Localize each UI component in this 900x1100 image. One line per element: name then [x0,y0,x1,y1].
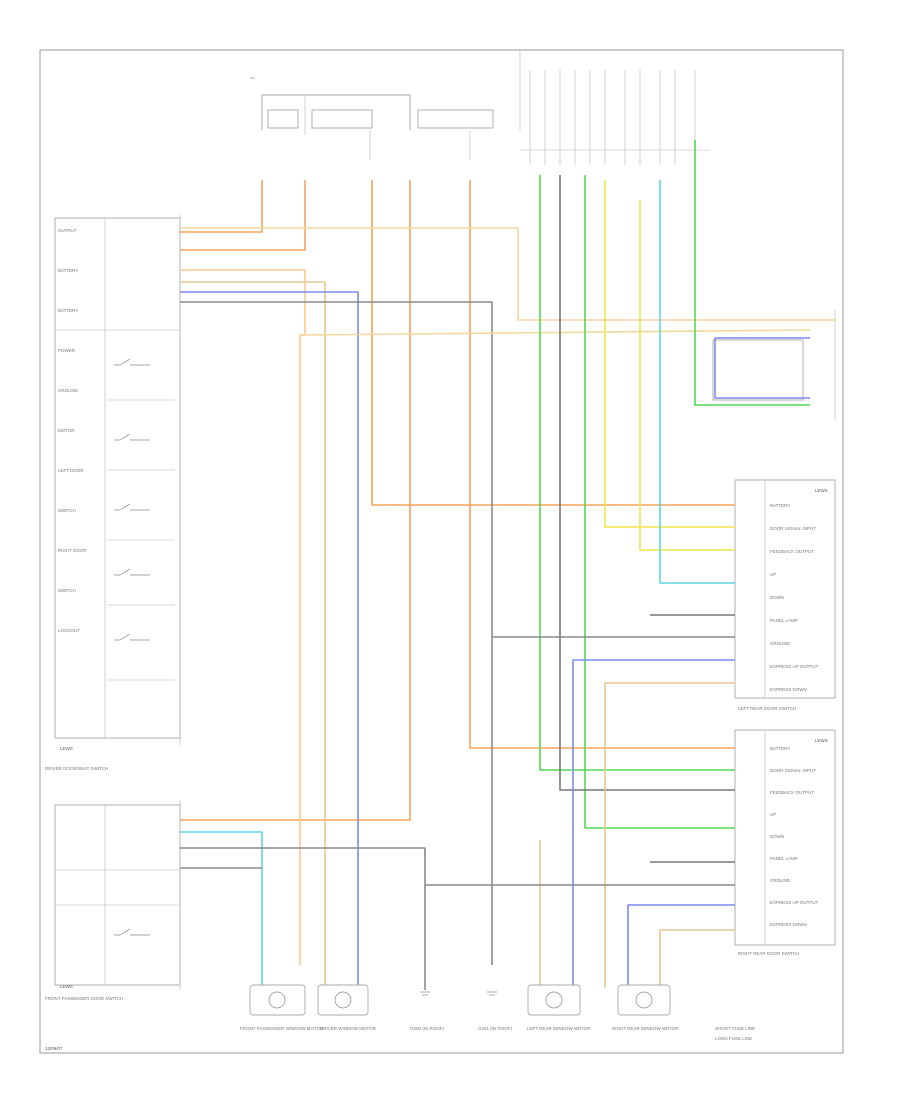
wire-cyan-2 [180,831,263,988]
left-rear-door-switch-module: LEWS LEFT REAR DOOR SWITCH [734,479,836,711]
ground-g201-label: G201 (IN ROOF) [478,1026,513,1031]
left-pin-label-6: LEFT DOOR [58,468,84,473]
motor-right-rear: RIGHT REAR WINDOW MOTOR [612,984,679,1031]
left-pin-labels: OUTPUT BATTERY BATTERY POWER GROUND MOTOR LEFT… [58,228,87,633]
wire-tan-mid [180,281,326,988]
wire-orange-5 [469,180,735,749]
wire-orange-3 [371,180,735,506]
motor-left-rear: LEFT REAR WINDOW MOTOR [527,984,591,1031]
legend: SHORT FUSE LINE LONG FUSE LINE [715,1026,755,1041]
motor-driver: DRIVER WINDOW MOTOR [317,984,377,1031]
ground-g201: G201 (IN ROOF) [478,991,513,1031]
left-pin-label-1: BATTERY [58,268,78,273]
motor-driver-label: DRIVER WINDOW MOTOR [320,1026,377,1031]
rr-pin-label-3: UP [770,812,776,817]
wire-yellow-1 [604,180,735,528]
lr-pin-label-8: EXPRESS DOWN [770,687,807,692]
footer-code: 12/09/07 [45,1046,63,1051]
left-pin-label-3: POWER [58,348,76,353]
wire-ground-1 [180,847,426,990]
motor-left-rear-label: LEFT REAR WINDOW MOTOR [527,1026,591,1031]
wire-cyan-1 [659,180,735,584]
left-pin-label-8: RIGHT DOOR [58,548,87,553]
rr-pin-label-0: BATTERY [770,746,790,751]
front-passenger-door-switch-module: LEWS FRONT PASSENGER DOOR SWITCH [45,800,181,1001]
legend-item-long: LONG FUSE LINE [715,1036,752,1041]
driver-door-switch-module: LEWS DRIVER DOOR/SEAT SWITCH [45,215,181,771]
wire-tan-top [180,227,835,321]
motor-front-passenger: FRONT PASSENGER WINDOW MOTOR [240,984,324,1031]
ground-g200-label: G200 (IN ROOF) [410,1026,445,1031]
lr-pin-label-5: PANEL LAMP [770,618,798,623]
left-module-tag: LEWS [60,746,73,751]
lr-pin-label-3: UP [770,572,776,577]
rr-pin-label-5: PANEL LAMP [770,856,798,861]
rr-pin-label-7: EXPRESS UP OUTPUT [770,900,819,905]
lr-pin-label-4: DOWN [770,595,784,600]
wire-orange-4 [180,180,411,821]
lr-pin-label-0: BATTERY [770,503,790,508]
legend-item-short: SHORT FUSE LINE [715,1026,755,1031]
wire-blue-right [714,337,810,399]
wire-light-green-top [694,140,810,406]
lr-module-caption: LEFT REAR DOOR SWITCH [738,706,796,711]
left-pin-label-2: BATTERY [58,308,78,313]
body-control-connector [520,70,710,165]
rr-pin-label-1: DOOR SIGNAL INPUT [770,768,816,773]
left-pin-label-0: OUTPUT [58,228,77,233]
rr-module-caption: RIGHT REAR DOOR SWITCH [738,951,799,956]
rr-pin-label-4: DOWN [770,834,784,839]
wire-tan-rr [659,929,735,988]
dsm-tag: LEWS [60,984,73,989]
rr-pin-label-6: GROUND [770,878,791,883]
right-rear-door-switch-module: LEWS RIGHT REAR DOOR SWITCH [734,729,836,956]
right-edge-connector [712,310,836,420]
left-pin-label-9: SWITCH [58,588,76,593]
rr-pin-labels: BATTERY DOOR SIGNAL INPUT FEEDBACK OUTPUT U… [770,746,819,927]
lr-pin-labels: BATTERY DOOR SIGNAL INPUT FEEDBACK OUTPUT U… [770,503,819,692]
lr-module-tag: LEWS [815,488,828,493]
left-module-caption: DRIVER DOOR/SEAT SWITCH [45,766,108,771]
rr-module-tag: LEWS [815,738,828,743]
lr-pin-label-7: EXPRESS UP OUTPUT [770,664,819,669]
wire-yellow-2 [639,200,735,551]
left-pin-label-7: SWITCH [58,508,76,513]
wire-blue-3 [627,904,735,988]
wire-blue-1 [180,291,359,988]
wire-gray-2 [559,175,735,791]
left-pin-label-5: MOTOR [58,428,75,433]
wire-orange-1 [180,180,263,233]
wire-gray-1 [180,301,493,965]
diagram-frame [39,49,844,1054]
rr-pin-label-8: EXPRESS DOWN [770,922,807,927]
lr-pin-label-2: FEEDBACK OUTPUT [770,549,814,554]
left-pin-label-4: GROUND [58,388,79,393]
wire-green-1 [539,175,735,771]
ground-g200: G200 (IN ROOF) [410,991,445,1031]
lr-pin-label-1: DOOR SIGNAL INPUT [770,526,816,531]
motor-right-rear-label: RIGHT REAR WINDOW MOTOR [612,1026,679,1031]
wires [180,140,835,990]
fuse-block-top [250,77,494,160]
wire-tan-long [304,329,811,336]
wire-tan-lr [604,682,735,988]
wire-blue-2 [572,659,735,988]
wire-green-2 [584,175,735,829]
ground-points: G200 (IN ROOF) G201 (IN ROOF) [410,991,513,1031]
motor-front-passenger-label: FRONT PASSENGER WINDOW MOTOR [240,1026,324,1031]
window-motors: FRONT PASSENGER WINDOW MOTOR DRIVER WIND… [240,984,679,1031]
lr-pin-label-6: GROUND [770,641,791,646]
left-pin-label-10: LOCKOUT [58,628,80,633]
rr-pin-label-2: FEEDBACK OUTPUT [770,790,814,795]
wire-orange-2 [180,180,306,251]
passenger-module-caption: FRONT PASSENGER DOOR SWITCH [45,996,123,1001]
